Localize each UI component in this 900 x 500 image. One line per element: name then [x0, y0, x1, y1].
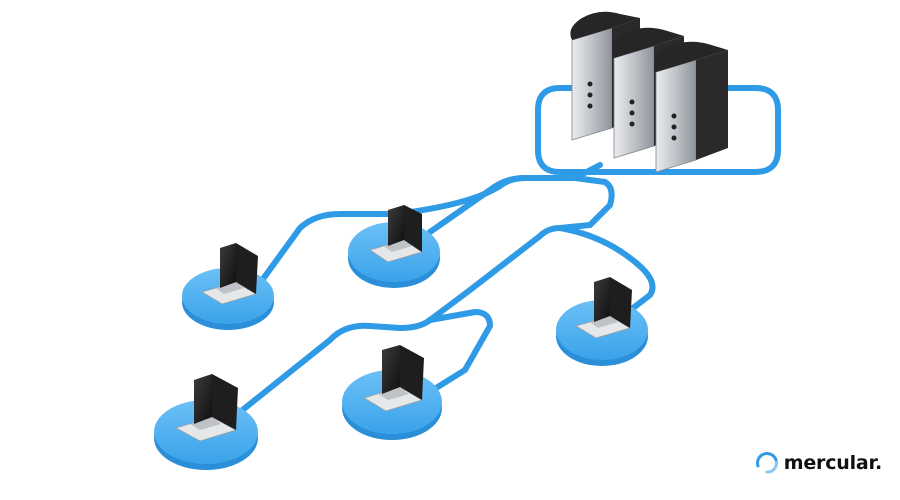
- brand-name: mercular.: [783, 452, 882, 474]
- cable-right: [467, 222, 593, 293]
- cable-branch-left: [252, 175, 528, 293]
- server-base-ring: [535, 85, 781, 175]
- cable-right-loop: [557, 225, 656, 315]
- laptop-icon: [369, 205, 423, 263]
- client-node-3: [556, 277, 648, 366]
- network-cables: [237, 85, 781, 415]
- server-rack-icon: [570, 11, 728, 173]
- cable-center: [237, 287, 473, 415]
- cable-center-right: [417, 309, 493, 401]
- laptop-icon: [201, 243, 258, 305]
- client-node-1: [348, 205, 440, 288]
- client-node-5: [154, 374, 258, 470]
- laptop-icon: [174, 374, 238, 442]
- server-unit-3: [654, 41, 728, 173]
- mercular-logo-icon: [755, 452, 778, 474]
- laptop-icon: [575, 277, 632, 339]
- cable-trunk-down: [572, 175, 615, 228]
- laptop-icon: [363, 345, 424, 412]
- brand-logo: mercular.: [754, 450, 882, 476]
- client-node-2: [182, 243, 274, 330]
- client-node-4: [342, 345, 442, 440]
